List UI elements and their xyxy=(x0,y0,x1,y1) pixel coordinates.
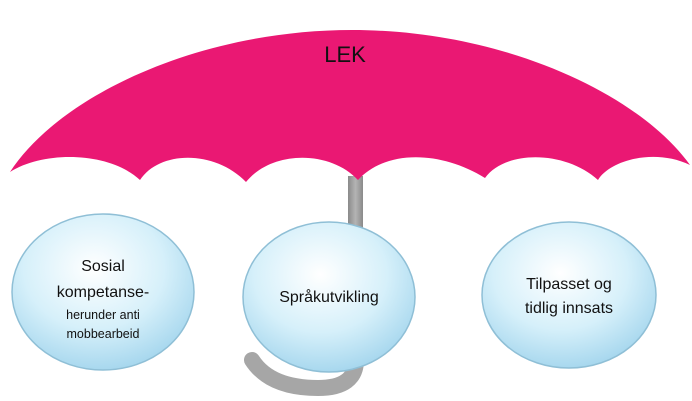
node-bubble xyxy=(242,221,416,373)
node-label-line: Sosial xyxy=(81,258,125,275)
node-sosial-kompetanse: Sosial kompetanse- herunder anti mobbear… xyxy=(11,213,195,371)
node-bubble xyxy=(11,213,195,371)
node-label-line: herunder anti xyxy=(66,308,140,322)
umbrella-title: LEK xyxy=(324,42,366,67)
node-tilpasset-innsats: Tilpasset og tidlig innsats xyxy=(481,221,657,369)
node-bubble xyxy=(481,221,657,369)
node-label-line: mobbearbeid xyxy=(67,327,140,341)
node-label-line: Tilpasset og xyxy=(526,276,612,293)
umbrella-shaft xyxy=(348,176,363,232)
node-sprakutvikling: Språkutvikling xyxy=(242,221,416,373)
node-label-line: kompetanse- xyxy=(57,284,150,301)
umbrella-canopy xyxy=(10,30,690,182)
node-label-line: tidlig innsats xyxy=(525,300,613,317)
umbrella-handle-hook xyxy=(244,317,364,397)
node-label-line: Språkutvikling xyxy=(279,288,379,306)
